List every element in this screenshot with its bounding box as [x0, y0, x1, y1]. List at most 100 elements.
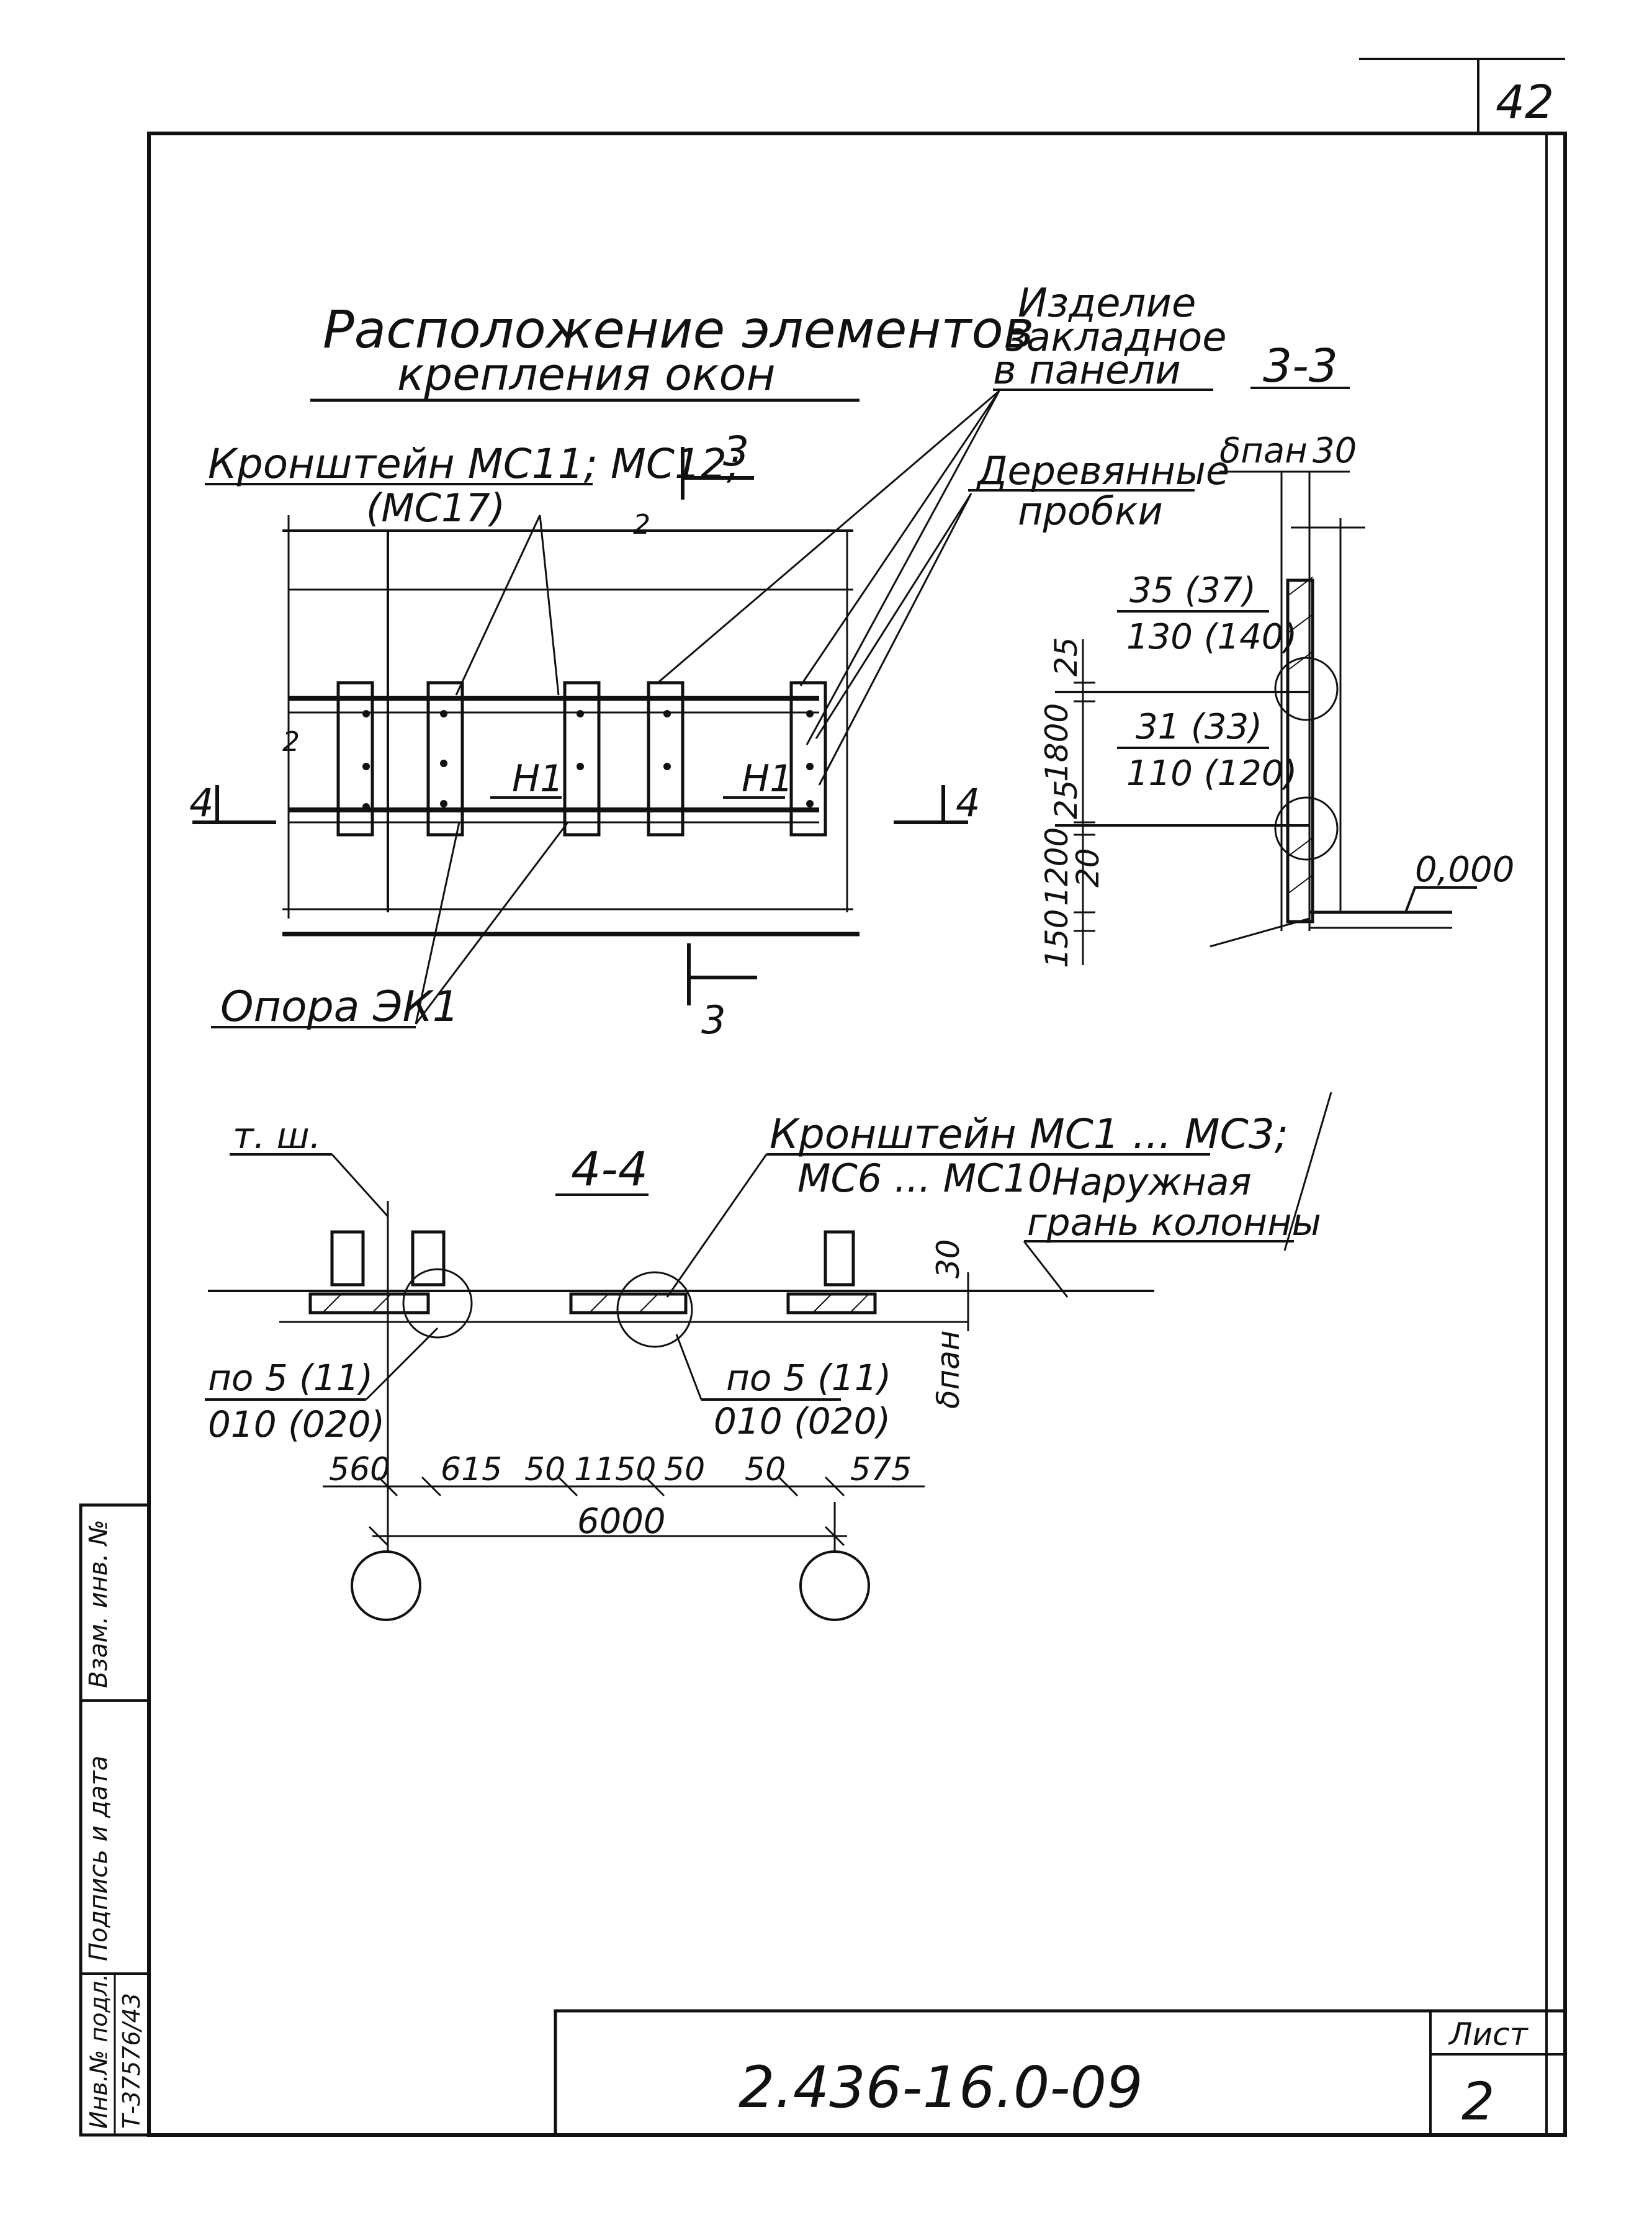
section-3-top-label: 3	[723, 428, 749, 475]
fastener-dot	[806, 800, 814, 807]
frame-block	[786, 1292, 877, 1314]
fastener-dot	[440, 760, 447, 767]
leader-support-a	[415, 822, 460, 1025]
outer-face-line1: Наружная	[1052, 1161, 1252, 1204]
frame-hatch	[1287, 837, 1313, 857]
document-code: 2.436-16.0-09	[738, 2054, 1143, 2121]
bracket-44-line1: Кронштейн МС1 ... МС3;	[770, 1110, 1288, 1158]
frame-hatch	[322, 1293, 342, 1313]
dim-horizontal: 1150	[574, 1451, 656, 1488]
dim-horizontal: 50	[524, 1451, 565, 1488]
dim-tick	[557, 1476, 578, 1497]
wood-plugs-label-line1: Деревянные	[976, 448, 1229, 493]
frame-hatch	[372, 1293, 392, 1313]
dim-vertical: 150	[1039, 909, 1075, 968]
section-4-4: 4-4 т. ш. Кронштейн МС1 ... МС3; МС6 ...…	[205, 1110, 1321, 1621]
dim-total-tick-left	[368, 1526, 389, 1547]
stamp-inventory-label: Инв.№ подл.	[85, 1974, 112, 2129]
sheet-label: Лист	[1448, 2016, 1529, 2052]
fastener-dot	[362, 763, 370, 770]
bracket-plate	[426, 681, 464, 837]
dim-vertical: 25	[1048, 637, 1084, 676]
dim-vertical: 20	[1070, 848, 1106, 888]
sheet-number: 2	[1461, 2071, 1494, 2132]
leader-embedded-a	[657, 390, 1000, 684]
fastener-dot	[806, 763, 814, 770]
bracket-plate	[563, 681, 601, 837]
frame-hatch	[1287, 874, 1313, 894]
bracket-plate	[789, 681, 827, 837]
dim-horizontal: 615	[441, 1451, 502, 1488]
right-callout-top: по 5 (11)	[726, 1357, 891, 1399]
leader-support-b	[415, 822, 569, 1025]
left-detail-circle	[402, 1268, 473, 1339]
tsh-leader	[331, 1153, 389, 1218]
outer-face-leader	[1283, 1092, 1332, 1251]
frame-block	[308, 1292, 430, 1314]
fastener-dot	[362, 710, 370, 717]
title-block	[554, 2009, 1567, 2137]
frame-block	[569, 1292, 688, 1314]
stamp-replace-label: Взам. инв. №	[84, 1519, 113, 1688]
embedded-label-line1: Изделие	[1018, 281, 1196, 326]
dim-total-label: 6000	[577, 1501, 666, 1542]
axis-bubble-left	[351, 1550, 421, 1621]
lower-callout-bottom: 110 (120)	[1126, 753, 1297, 794]
wood-plug	[824, 1230, 855, 1287]
dim-tick	[644, 1476, 665, 1497]
bracket-plate	[647, 681, 685, 837]
embedded-label-line3: в панели	[993, 348, 1181, 393]
brackets-label-line2: (МС17)	[366, 485, 505, 531]
wood-plug	[330, 1230, 365, 1287]
outer-face-pointer	[1023, 1241, 1069, 1298]
stamp-inventory-value: Т-37576/43	[118, 1993, 145, 2129]
left-callout-top: по 5 (11)	[208, 1357, 373, 1399]
brackets-label-line1: Кронштейн МС11; МС12;	[208, 440, 740, 488]
level-label: 0,000	[1415, 850, 1514, 890]
page-number: 42	[1496, 76, 1554, 129]
frame-hatch	[1287, 577, 1313, 596]
section-4-4-title: 4-4	[571, 1141, 648, 1197]
leader-lines	[415, 390, 1000, 1025]
fastener-dot	[663, 763, 671, 770]
wood-plugs-label-line2: пробки	[1018, 488, 1163, 534]
dim-30-44: 30	[930, 1239, 966, 1279]
floor-leader	[1210, 917, 1310, 948]
bracket-44-leader	[666, 1154, 768, 1298]
frame-hatch	[589, 1293, 609, 1313]
section-3-bottom-label: 3	[701, 997, 725, 1043]
fastener-dot	[806, 710, 814, 717]
left-callout-leader	[365, 1327, 439, 1401]
stamp-signature-label: Подпись и дата	[84, 1756, 113, 1961]
dim-horizontal: 50	[664, 1451, 705, 1488]
mark-2-left: 2	[282, 726, 300, 758]
bracket-plate	[336, 681, 374, 837]
plan-title-line1: Расположение элементов	[323, 299, 1034, 360]
upper-callout-top: 35 (37)	[1129, 570, 1256, 611]
right-callout-bottom: 010 (020)	[714, 1400, 891, 1442]
axis-bubble-right	[799, 1550, 870, 1621]
mark-2-top: 2	[633, 509, 650, 541]
wood-plug	[411, 1230, 446, 1287]
fastener-dot	[440, 800, 447, 807]
dim-horizontal: 560	[329, 1451, 390, 1488]
plan-title-line2: крепления окон	[397, 348, 776, 400]
lower-detail-circle	[1274, 796, 1339, 861]
fastener-dot	[663, 710, 671, 717]
section-3-3-title: 3-3	[1263, 339, 1338, 393]
dim-vertical: 25	[1048, 780, 1084, 819]
section-4-right-label: 4	[956, 780, 980, 825]
embedded-label-line2: закладное	[1005, 315, 1227, 361]
section-4-left-label: 4	[189, 780, 213, 825]
leader-wood-a	[815, 493, 972, 739]
frame-hatch	[1287, 614, 1313, 634]
lower-callout-top: 31 (33)	[1136, 707, 1262, 747]
fastener-dot	[577, 710, 584, 717]
dim-horizontal: 575	[850, 1451, 912, 1488]
dim-tick	[778, 1476, 799, 1497]
section-3-3: 3-3 δпан 30 35 (37) 130 (140) 31 (33) 11…	[1039, 339, 1514, 1251]
left-callout-bottom: 010 (020)	[208, 1403, 385, 1445]
sheet-frame: 42 Взам. инв. № Подпись и дата Инв.№ под…	[79, 58, 1567, 2137]
leader-embedded-c	[806, 390, 1000, 745]
right-callout-leader	[675, 1334, 703, 1400]
